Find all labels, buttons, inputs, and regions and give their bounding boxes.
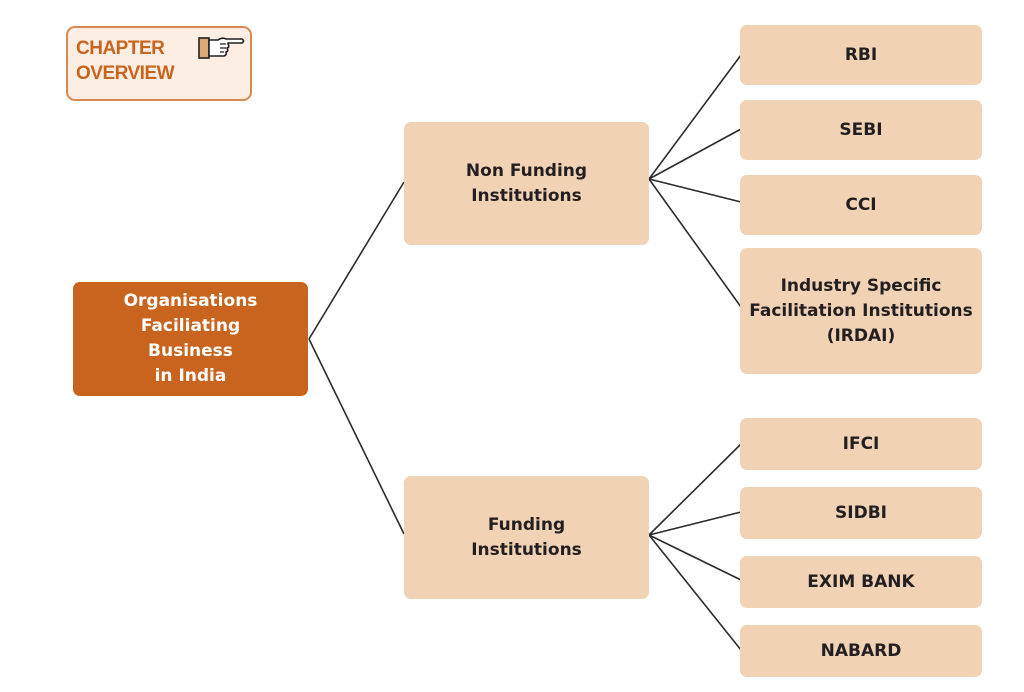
- branch-node-funding: Funding Institutions: [404, 476, 649, 599]
- pointing-hand-icon: [198, 37, 245, 59]
- leaf-node-label: Industry Specific Facilitation Instituti…: [749, 275, 973, 346]
- leaf-node-label: NABARD: [820, 640, 902, 661]
- badge-line-2: OVERVIEW: [76, 63, 175, 84]
- leaf-node-sebi: SEBI: [740, 100, 982, 160]
- root-node: Organisations Faciliating Business in In…: [73, 282, 308, 396]
- connector-funding-to-sidbi: [648, 511, 742, 536]
- branch-node-non-funding: Non Funding Institutions: [404, 122, 649, 245]
- leaf-node-cci: CCI: [740, 175, 982, 235]
- connector-root-to-non-funding: [308, 181, 405, 340]
- badge-line-1: CHAPTER: [76, 38, 165, 59]
- leaf-node-nabard: NABARD: [740, 625, 982, 677]
- badge-title: CHAPTER OVERVIEW: [76, 36, 175, 86]
- root-node-label: Organisations Faciliating Business in In…: [123, 291, 258, 386]
- connector-funding-to-nabard: [648, 534, 742, 651]
- chapter-overview-badge: CHAPTER OVERVIEW: [66, 26, 252, 101]
- branch-node-label: Funding Institutions: [471, 514, 582, 560]
- branch-node-label: Non Funding Institutions: [465, 160, 588, 206]
- connector-root-to-funding: [308, 338, 405, 535]
- leaf-node-label: RBI: [844, 44, 878, 65]
- leaf-node-label: EXIM BANK: [807, 571, 915, 592]
- connector-non-funding-to-rbi: [648, 54, 742, 180]
- leaf-node-rbi: RBI: [740, 25, 982, 85]
- leaf-node-label: IFCI: [842, 433, 880, 454]
- leaf-node-label: SEBI: [839, 119, 883, 140]
- leaf-node-label: CCI: [845, 194, 877, 215]
- connector-non-funding-to-irdai: [648, 178, 742, 308]
- connector-non-funding-to-sebi: [648, 128, 742, 180]
- leaf-node-exim-bank: EXIM BANK: [740, 556, 982, 608]
- connector-funding-to-exim: [648, 534, 742, 581]
- leaf-node-ifci: IFCI: [740, 418, 982, 470]
- connector-funding-to-ifci: [648, 443, 742, 536]
- connector-non-funding-to-cci: [648, 178, 742, 203]
- leaf-node-sidbi: SIDBI: [740, 487, 982, 539]
- leaf-node-label: SIDBI: [835, 502, 887, 523]
- leaf-node-irdai: Industry Specific Facilitation Instituti…: [740, 248, 982, 374]
